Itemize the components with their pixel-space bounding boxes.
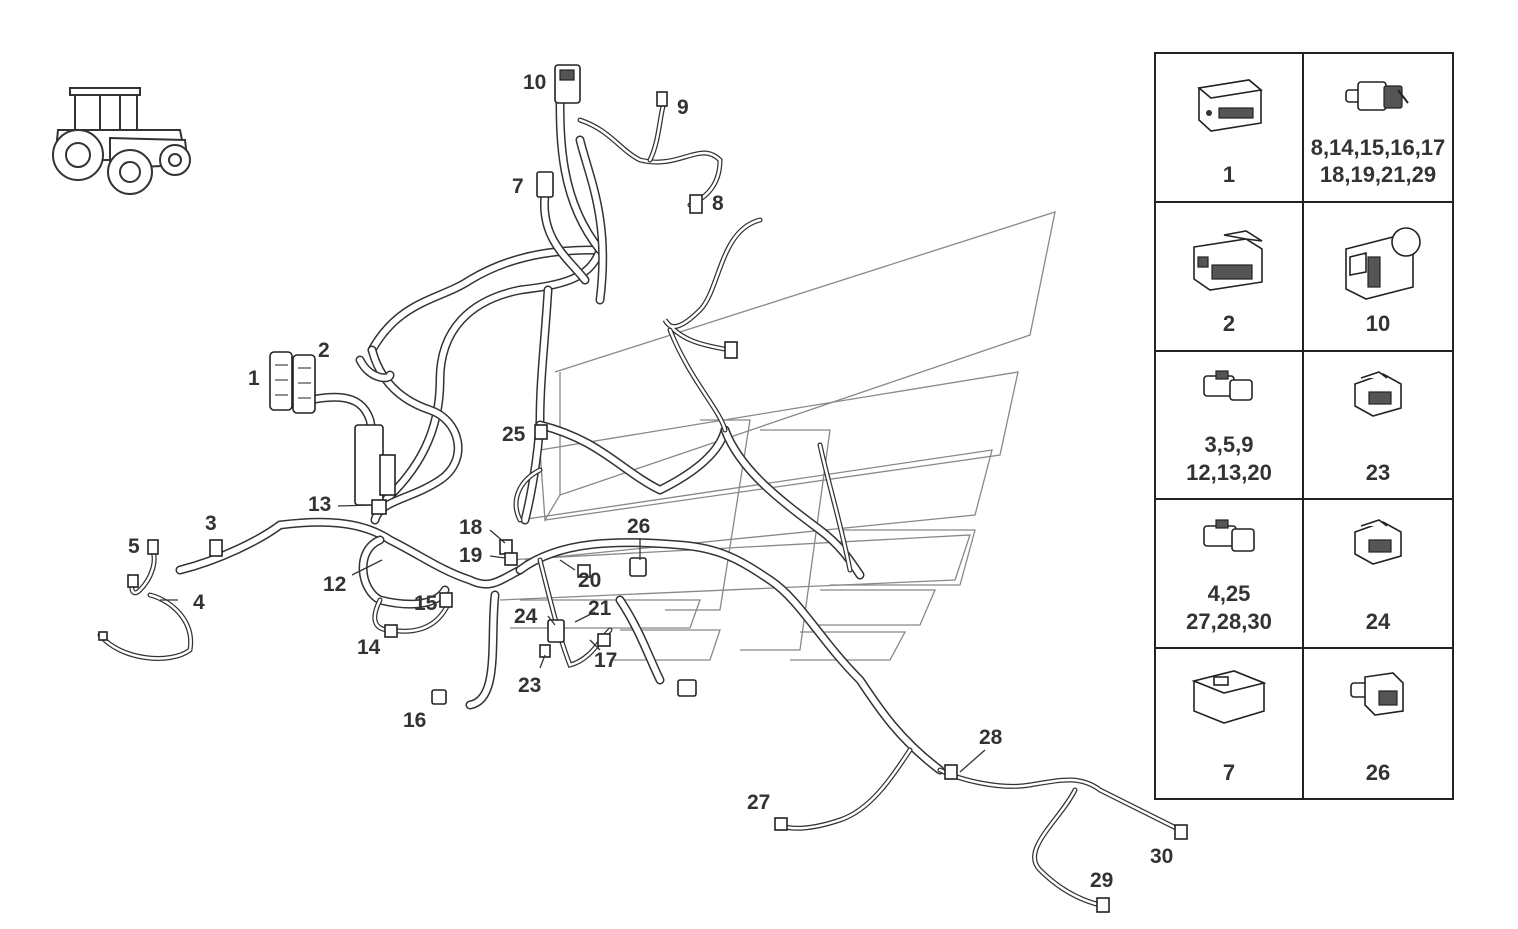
- callout-17: 17: [594, 649, 618, 672]
- callout-13: 13: [308, 493, 332, 516]
- rectangular-plug-icon: [1191, 670, 1267, 725]
- callout-leaders: [160, 504, 986, 773]
- connector-parts: [98, 64, 1188, 913]
- legend-label: 23: [1365, 459, 1391, 485]
- sensor-connector-icon: [1354, 370, 1402, 417]
- legend-cell: 4,25 27,28,30: [1156, 500, 1304, 650]
- legend-label: 3,5,9 12,13,20: [1186, 432, 1272, 485]
- legend-label: 1: [1222, 162, 1236, 188]
- legend-cell: 10: [1304, 203, 1452, 352]
- legend-label: 7: [1222, 759, 1236, 785]
- callout-21: 21: [588, 597, 612, 620]
- callout-28: 28: [979, 726, 1003, 749]
- callout-8: 8: [712, 192, 724, 215]
- callout-9: 9: [677, 96, 689, 119]
- callout-20: 20: [578, 569, 602, 592]
- sensor-connector-icon: [1354, 519, 1402, 566]
- watermark-logo: [499, 211, 1056, 661]
- callout-19: 19: [459, 544, 483, 567]
- round-connector-icon: [1345, 81, 1409, 111]
- tractor-icon: [52, 87, 191, 195]
- legend-cell: 1: [1156, 54, 1304, 203]
- legend-label: 4,25 27,28,30: [1186, 581, 1272, 634]
- legend-cell: 3,5,9 12,13,20: [1156, 351, 1304, 501]
- callout-23: 23: [518, 674, 542, 697]
- three-pin-connector-icon: [1203, 519, 1255, 553]
- ecu-connector-1: [269, 351, 293, 411]
- legend-label: 2: [1222, 311, 1236, 337]
- junction-block: [354, 424, 384, 506]
- callout-27: 27: [747, 791, 771, 814]
- ecu-connector-large-icon: [1197, 79, 1263, 132]
- callout-4: 4: [193, 591, 205, 614]
- legend-label: 26: [1365, 759, 1391, 785]
- connector-legend-table: 1 8,14,15,16,17 18,19,21,29 2 10: [1154, 52, 1454, 800]
- callout-7: 7: [512, 175, 524, 198]
- callout-29: 29: [1090, 869, 1114, 892]
- legend-cell: 26: [1304, 649, 1452, 798]
- callout-10: 10: [523, 71, 547, 94]
- legend-cell: 7: [1156, 649, 1304, 798]
- legend-label: 24: [1365, 608, 1391, 634]
- callout-12: 12: [323, 573, 347, 596]
- module-connector-icon: [1345, 226, 1421, 300]
- legend-cell: 23: [1304, 352, 1452, 501]
- angled-connector-icon: [1350, 672, 1404, 717]
- callout-14: 14: [357, 636, 381, 659]
- callout-26: 26: [627, 515, 651, 538]
- callout-15: 15: [414, 592, 438, 615]
- legend-cell: 24: [1304, 500, 1452, 650]
- legend-cell: 8,14,15,16,17 18,19,21,29: [1304, 54, 1452, 203]
- plug-7: [536, 171, 554, 198]
- legend-cell: 2: [1156, 202, 1304, 352]
- legend-label: 10: [1365, 311, 1391, 337]
- callout-2: 2: [318, 339, 330, 362]
- callout-1: 1: [248, 367, 260, 390]
- callout-3: 3: [205, 512, 217, 535]
- ecu-connector-2: [292, 354, 316, 414]
- wire-branches: [97, 97, 1183, 908]
- wiring-harness: [175, 90, 945, 775]
- legend-label: 8,14,15,16,17 18,19,21,29: [1310, 134, 1446, 188]
- callout-30: 30: [1150, 845, 1174, 868]
- ecu-connector-icon: [1193, 229, 1263, 291]
- callout-24: 24: [514, 605, 538, 628]
- two-pin-connector-icon: [1203, 369, 1253, 401]
- callout-25: 25: [502, 423, 526, 446]
- callout-16: 16: [403, 709, 427, 732]
- callout-18: 18: [459, 516, 483, 539]
- callout-5: 5: [128, 535, 140, 558]
